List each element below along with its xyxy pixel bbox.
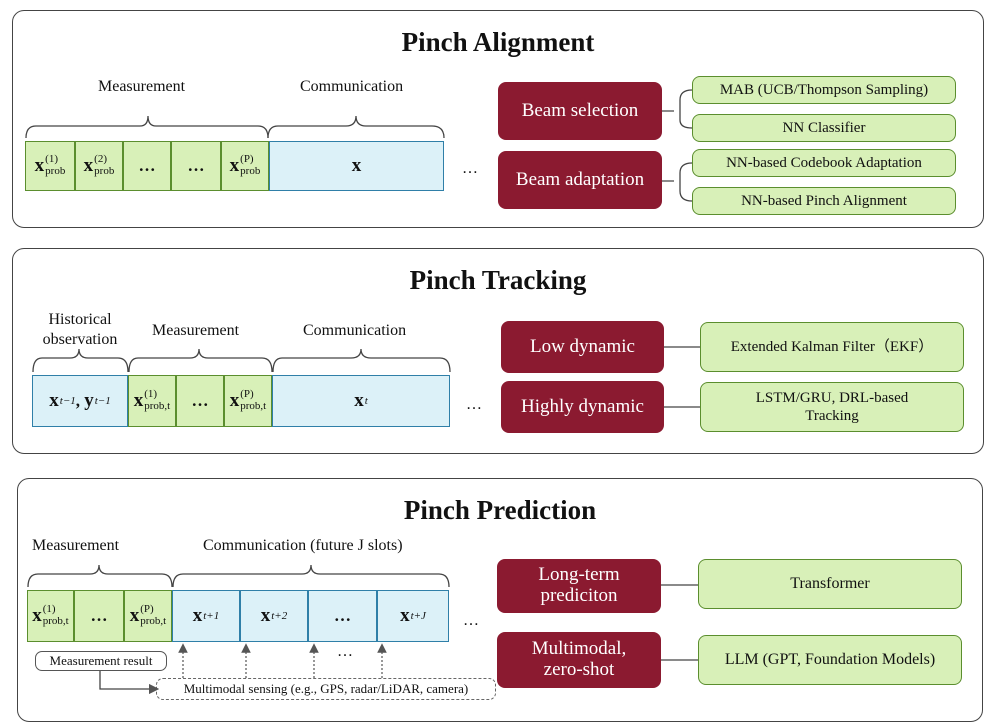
long-term-prediction-label: Long-term prediciton xyxy=(538,564,620,606)
pinch-alignment-title: Pinch Alignment xyxy=(401,27,595,57)
tracking-ellipsis-cell: … xyxy=(176,375,224,427)
mab-option: MAB (UCB/Thompson Sampling) xyxy=(692,76,956,104)
ekf-option: Extended Kalman Filter（EKF） xyxy=(700,322,964,372)
transformer-option: Transformer xyxy=(698,559,962,609)
lstm-gru-drl-option: LSTM/GRU, DRL-based Tracking xyxy=(700,382,964,432)
tracking-probe-cell-p: x(P)prob,t xyxy=(224,375,272,427)
alignment-communication-cell: x xyxy=(269,141,444,191)
alignment-measurement-label: Measurement xyxy=(98,78,186,95)
low-dynamic-method: Low dynamic xyxy=(501,321,664,373)
alignment-trailing-ellipsis: … xyxy=(462,160,478,177)
pinch-prediction-title: Pinch Prediction xyxy=(403,495,597,525)
alignment-communication-label: Communication xyxy=(300,78,404,95)
prediction-sensing-ellipsis: … xyxy=(337,643,353,660)
nn-pinch-alignment-option: NN-based Pinch Alignment xyxy=(692,187,956,215)
nn-codebook-adaptation-option: NN-based Codebook Adaptation xyxy=(692,149,956,177)
prediction-communication-label: Communication (future J slots) xyxy=(203,537,403,554)
tracking-historical-label: Historical observation xyxy=(42,311,118,348)
multimodal-zero-shot-method: Multimodal, zero-shot xyxy=(497,632,661,688)
tracking-probe-cell-1: x(1)prob,t xyxy=(128,375,176,427)
tracking-communication-label: Communication xyxy=(303,322,407,339)
multimodal-zero-shot-label: Multimodal, zero-shot xyxy=(531,638,627,680)
tracking-trailing-ellipsis: … xyxy=(466,396,482,413)
prediction-measurement-label: Measurement xyxy=(32,537,120,554)
alignment-probe-cell-2: x(2)prob xyxy=(75,141,123,191)
alignment-probe-cell-p: x(P)prob xyxy=(221,141,269,191)
alignment-probe-cell-1: x(1)prob xyxy=(25,141,75,191)
beam-selection-method: Beam selection xyxy=(498,82,662,140)
alignment-ellipsis-cell-1: … xyxy=(123,141,171,191)
measurement-result-note: Measurement result xyxy=(35,651,167,671)
highly-dynamic-method: Highly dynamic xyxy=(501,381,664,433)
nn-classifier-option: NN Classifier xyxy=(692,114,956,142)
prediction-ellipsis-cell: … xyxy=(74,590,124,642)
tracking-measurement-label: Measurement xyxy=(152,322,240,339)
pinch-tracking-title: Pinch Tracking xyxy=(409,265,587,295)
llm-option: LLM (GPT, Foundation Models) xyxy=(698,635,962,685)
prediction-probe-cell-1: x(1)prob,t xyxy=(27,590,74,642)
alignment-ellipsis-cell-2: … xyxy=(171,141,221,191)
prediction-future-ellipsis-cell: … xyxy=(308,590,377,642)
prediction-probe-cell-p: x(P)prob,t xyxy=(124,590,172,642)
prediction-trailing-ellipsis: … xyxy=(463,612,479,629)
long-term-prediction-method: Long-term prediciton xyxy=(497,559,661,613)
multimodal-sensing-note: Multimodal sensing (e.g., GPS, radar/LiD… xyxy=(156,678,496,700)
beam-adaptation-method: Beam adaptation xyxy=(498,151,662,209)
